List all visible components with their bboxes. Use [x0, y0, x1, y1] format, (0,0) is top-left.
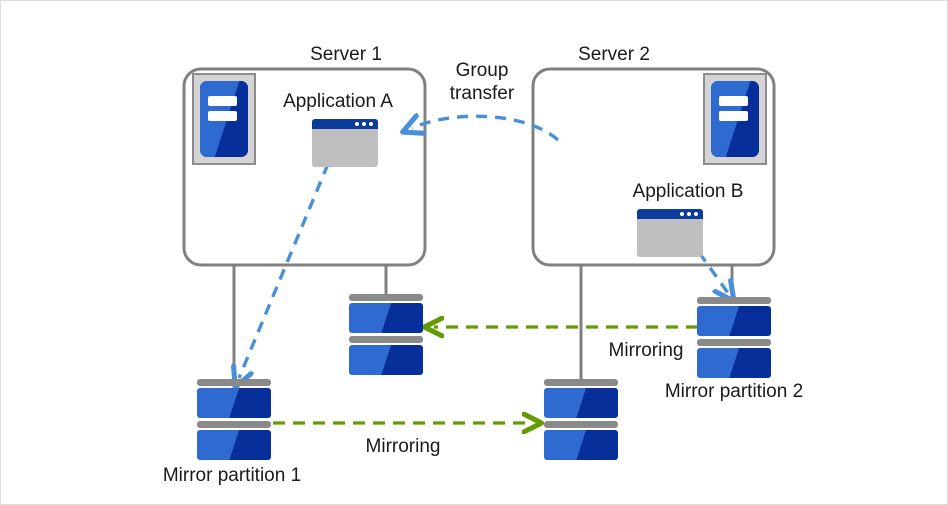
app-window-titlebar [312, 119, 378, 129]
server-2-label: Server 2 [578, 44, 650, 65]
disk-cap [544, 421, 618, 428]
app-window-dot-2 [362, 122, 366, 126]
group-transfer-label-line2: transfer [449, 83, 515, 104]
mirroring-bottom-label: Mirroring [365, 436, 441, 457]
app-window-dot-1 [680, 212, 684, 216]
disk-cap [197, 421, 271, 428]
application-b-window-icon [637, 209, 703, 257]
disk-server2-data [544, 379, 618, 463]
group-transfer-label: Group transfer [407, 59, 557, 105]
disk-plate [349, 303, 423, 333]
server-icon-slot-2 [207, 110, 238, 121]
server-icon-slot-2 [718, 110, 749, 121]
disk-plate [544, 430, 618, 460]
mirroring-top-label: Mirroring [608, 340, 684, 361]
disk-mirror-partition-1 [197, 379, 271, 463]
disk-server1-data [349, 294, 423, 378]
disk-cap [697, 339, 771, 346]
app-window-dot-3 [369, 122, 373, 126]
server-1-label: Server 1 [310, 44, 382, 65]
app-window-dot-2 [687, 212, 691, 216]
disk-cap [349, 294, 423, 301]
mirror-partition-1-label: Mirror partition 1 [162, 465, 302, 486]
server-1-tower-icon [192, 73, 256, 165]
application-b-label: Application B [632, 181, 744, 202]
server-icon-body [711, 81, 759, 157]
app-window-titlebar [637, 209, 703, 219]
disk-cap [544, 379, 618, 386]
group-transfer-label-line1: Group [455, 60, 509, 81]
disk-plate [197, 388, 271, 418]
app-window-dot-3 [694, 212, 698, 216]
appb-to-partition2-arrow [686, 236, 728, 293]
disk-cap [697, 297, 771, 304]
server-icon-body [200, 81, 248, 157]
disk-plate [544, 388, 618, 418]
server-1-box [182, 67, 427, 267]
server-2-tower-icon [703, 73, 767, 165]
application-a-window-icon [312, 119, 378, 167]
app-window-dot-1 [355, 122, 359, 126]
disk-plate [197, 430, 271, 460]
disk-plate [697, 348, 771, 378]
mirror-partition-2-label: Mirror partition 2 [664, 381, 804, 402]
appa-to-partition1-arrow [239, 163, 330, 378]
disk-plate [349, 345, 423, 375]
disk-mirror-partition-2 [697, 297, 771, 381]
disk-plate [697, 306, 771, 336]
group-transfer-arrow [412, 116, 560, 142]
disk-cap [197, 379, 271, 386]
server-icon-slot-1 [718, 96, 749, 107]
server-icon-slot-1 [207, 96, 238, 107]
application-a-label: Application A [283, 91, 393, 112]
server-2-box [531, 67, 776, 267]
disk-cap [349, 336, 423, 343]
